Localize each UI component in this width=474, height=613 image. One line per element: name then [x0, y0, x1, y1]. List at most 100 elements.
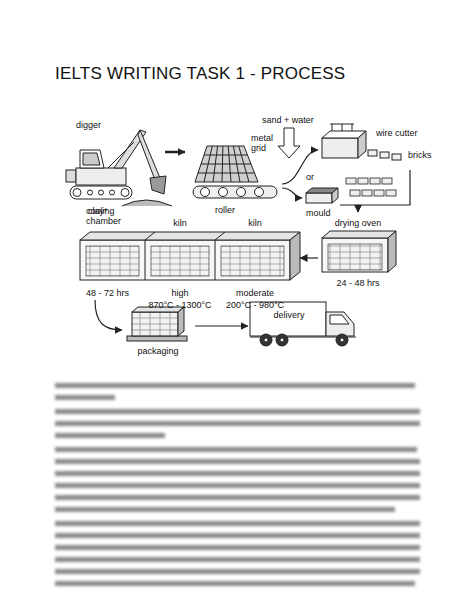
digger-stage: diggerclay*	[62, 118, 165, 218]
stage-label: kiln	[215, 218, 295, 228]
blurred-answer-text-part	[55, 383, 415, 388]
wire-cutter-illustration-part	[352, 124, 353, 131]
bricks-illustration-part	[382, 178, 392, 184]
stage-label: moderate	[215, 288, 295, 298]
wire-cutter-illustration-part	[342, 124, 343, 131]
blurred-answer-text-part	[55, 395, 115, 400]
bricks-illustration	[346, 178, 396, 196]
stage-label: cooling chamber	[86, 206, 138, 227]
grid-illustration-part	[201, 164, 251, 165]
blurred-answer-text-part	[55, 471, 420, 476]
grid-illustration-part	[204, 155, 248, 156]
grid-illustration	[193, 146, 277, 198]
mould-illustration-part	[306, 193, 332, 203]
blurred-answer-text-part	[55, 459, 420, 464]
blurred-answer-text-part	[55, 569, 420, 574]
blurred-answer-text-part	[55, 581, 415, 586]
truck-illustration-part	[326, 312, 354, 336]
bricks-illustration-part	[346, 178, 356, 184]
wire-cutter-illustration-part	[332, 124, 333, 131]
stage-label: kiln	[145, 218, 215, 228]
bricks-illustration-part	[370, 178, 380, 184]
bricks-illustration-part	[362, 190, 372, 196]
blurred-answer-text-part	[55, 557, 420, 562]
truck-illustration-part	[260, 334, 272, 346]
kiln-illustration	[80, 232, 300, 280]
cooling-chamber: cooling chamber 48 - 72 hrs	[76, 204, 145, 300]
blurred-answer-text-part	[55, 433, 165, 438]
stage-label: 48 - 72 hrs	[86, 288, 129, 298]
flow-arrow	[282, 150, 318, 184]
grid-illustration-part	[237, 188, 246, 197]
stage-label: mould	[306, 208, 331, 218]
blurred-answer-text-part	[55, 507, 395, 512]
flow-arrow	[195, 325, 248, 326]
digger-illustration-part	[122, 200, 172, 206]
truck-illustration-part	[340, 338, 344, 342]
digger-illustration-part	[110, 190, 115, 195]
blurred-answer-text-part	[55, 545, 420, 550]
drying-oven: drying oven 24 - 48 hrs	[318, 212, 399, 292]
digger-illustration-part	[70, 186, 132, 199]
packaging-illustration-part	[132, 312, 178, 336]
bricks-illustration-part	[386, 190, 396, 196]
kiln-section: kilnhigh870°C - 1300°C	[145, 204, 216, 311]
blurred-answer-text-part	[55, 483, 420, 488]
stage-label: bricks	[408, 150, 432, 160]
kiln-illustration-part	[145, 240, 146, 280]
stage-label: wire cutter	[376, 128, 418, 138]
digger-illustration-part	[121, 189, 129, 197]
bricks-illustration-part	[358, 178, 368, 184]
digger-illustration	[66, 130, 172, 206]
kiln-illustration-part	[151, 246, 209, 276]
grid-illustration-part	[198, 173, 255, 174]
wire-cutter-illustration-part	[392, 154, 401, 160]
flow-arrow	[165, 151, 185, 154]
flow-arrow	[300, 257, 318, 258]
digger-illustration-part	[150, 176, 166, 194]
stage-label: high	[145, 288, 215, 298]
kiln-illustration-part	[290, 232, 300, 280]
kiln-illustration-part	[80, 232, 300, 240]
drying-oven-illustration-part	[388, 231, 396, 272]
digger-illustration-part	[80, 150, 104, 168]
wire-cutter-illustration-part	[322, 138, 358, 158]
digger-illustration-part	[99, 190, 104, 195]
blurred-answer-text-part	[55, 421, 420, 426]
flow-arrow	[358, 170, 410, 212]
kiln-illustration-part	[221, 246, 284, 276]
mould-illustration-part	[332, 188, 338, 203]
stage-label: packaging	[122, 346, 194, 356]
truck-illustration-part	[280, 338, 284, 342]
blurred-answer-text-part	[55, 409, 420, 414]
blurred-answer-text-part	[55, 521, 420, 526]
flow-arrow	[95, 300, 122, 330]
stage-label: digger	[76, 120, 101, 130]
grid-illustration-part	[201, 188, 210, 197]
digger-illustration-part	[88, 190, 93, 195]
wire-cutter-illustration-part	[368, 150, 377, 156]
kiln-illustration-part	[86, 246, 139, 276]
bricks-illustration-part	[374, 190, 384, 196]
wire-cutter-illustration-part	[330, 124, 354, 125]
bricks-illustration-part	[350, 190, 360, 196]
cutter-stage: wire cutter bricks	[318, 122, 438, 170]
stage-label: 24 - 48 hrs	[318, 278, 398, 288]
stage-label: drying oven	[318, 218, 398, 228]
packaging-stage: packaging	[122, 304, 195, 358]
free-label: sand + water	[262, 115, 314, 125]
blurred-answer-text-part	[55, 533, 420, 538]
flow-arrow	[340, 205, 358, 212]
wire-cutter-illustration-part	[358, 131, 366, 158]
packaging-illustration-part	[178, 307, 184, 336]
kiln-illustration-part	[215, 232, 225, 240]
sand-water-arrow-part	[278, 128, 300, 158]
blurred-answer-text-part	[55, 495, 420, 500]
stage-label: 200°C - 980°C	[215, 300, 295, 310]
packaging-illustration	[127, 307, 187, 341]
kiln-section: kiln moderate 200°C - 980°C	[215, 204, 300, 311]
grid-illustration-part	[195, 146, 258, 182]
stage-label: roller	[215, 205, 235, 215]
stage-label: metal grid	[251, 133, 281, 154]
truck-illustration-part	[276, 334, 288, 346]
